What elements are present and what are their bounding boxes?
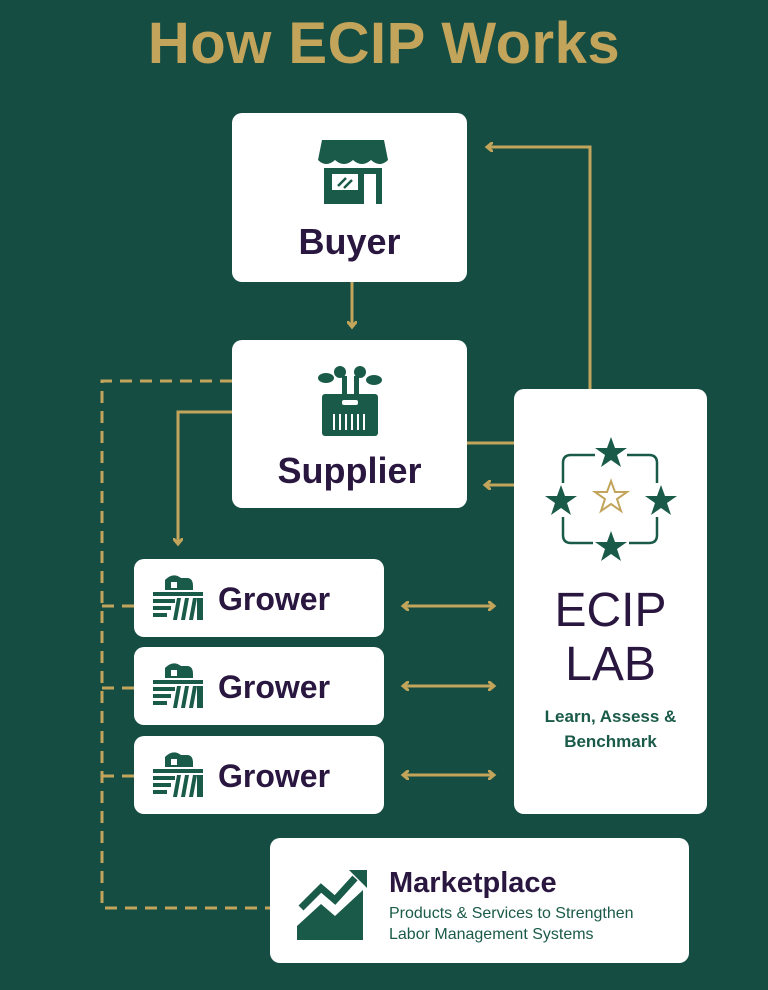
supplier-label: Supplier [277,450,422,491]
lab-to-buyer-arrow [488,147,592,389]
lab-subtitle-line2: Benchmark [564,732,657,751]
supplier-box: Supplier [232,340,467,508]
growth-chart-icon [297,870,367,940]
farm-icon [153,575,203,620]
stars-ring-icon [545,437,677,561]
supplier-to-grower-arrow [178,410,232,543]
grower-box: Grower [134,736,384,814]
lab-subtitle-line1: Learn, Assess & [544,707,677,726]
farm-icon [153,752,203,797]
grower-label: Grower [218,758,331,794]
grower-label: Grower [218,669,331,705]
buyer-label: Buyer [298,221,401,262]
storefront-icon [318,140,388,204]
farm-icon [153,663,203,708]
marketplace-title: Marketplace [389,867,557,899]
marketplace-box: Marketplace Products & Services to Stren… [270,838,689,963]
grower-box: Grower [134,647,384,725]
ecip-lab-box: ECIP LAB Learn, Assess & Benchmark [514,389,707,814]
grower-label: Grower [218,581,331,617]
marketplace-desc-line2: Labor Management Systems [389,926,594,943]
marketplace-desc-line1: Products & Services to Strengthen [389,905,634,922]
lab-title-line1: ECIP [554,584,667,637]
page-title: How ECIP Works [147,11,621,76]
produce-crate-icon [318,366,382,436]
dashed-supplier-marketplace-line [100,379,270,910]
lab-title-line2: LAB [565,638,656,691]
buyer-box: Buyer [232,113,467,282]
grower-box: Grower [134,559,384,637]
